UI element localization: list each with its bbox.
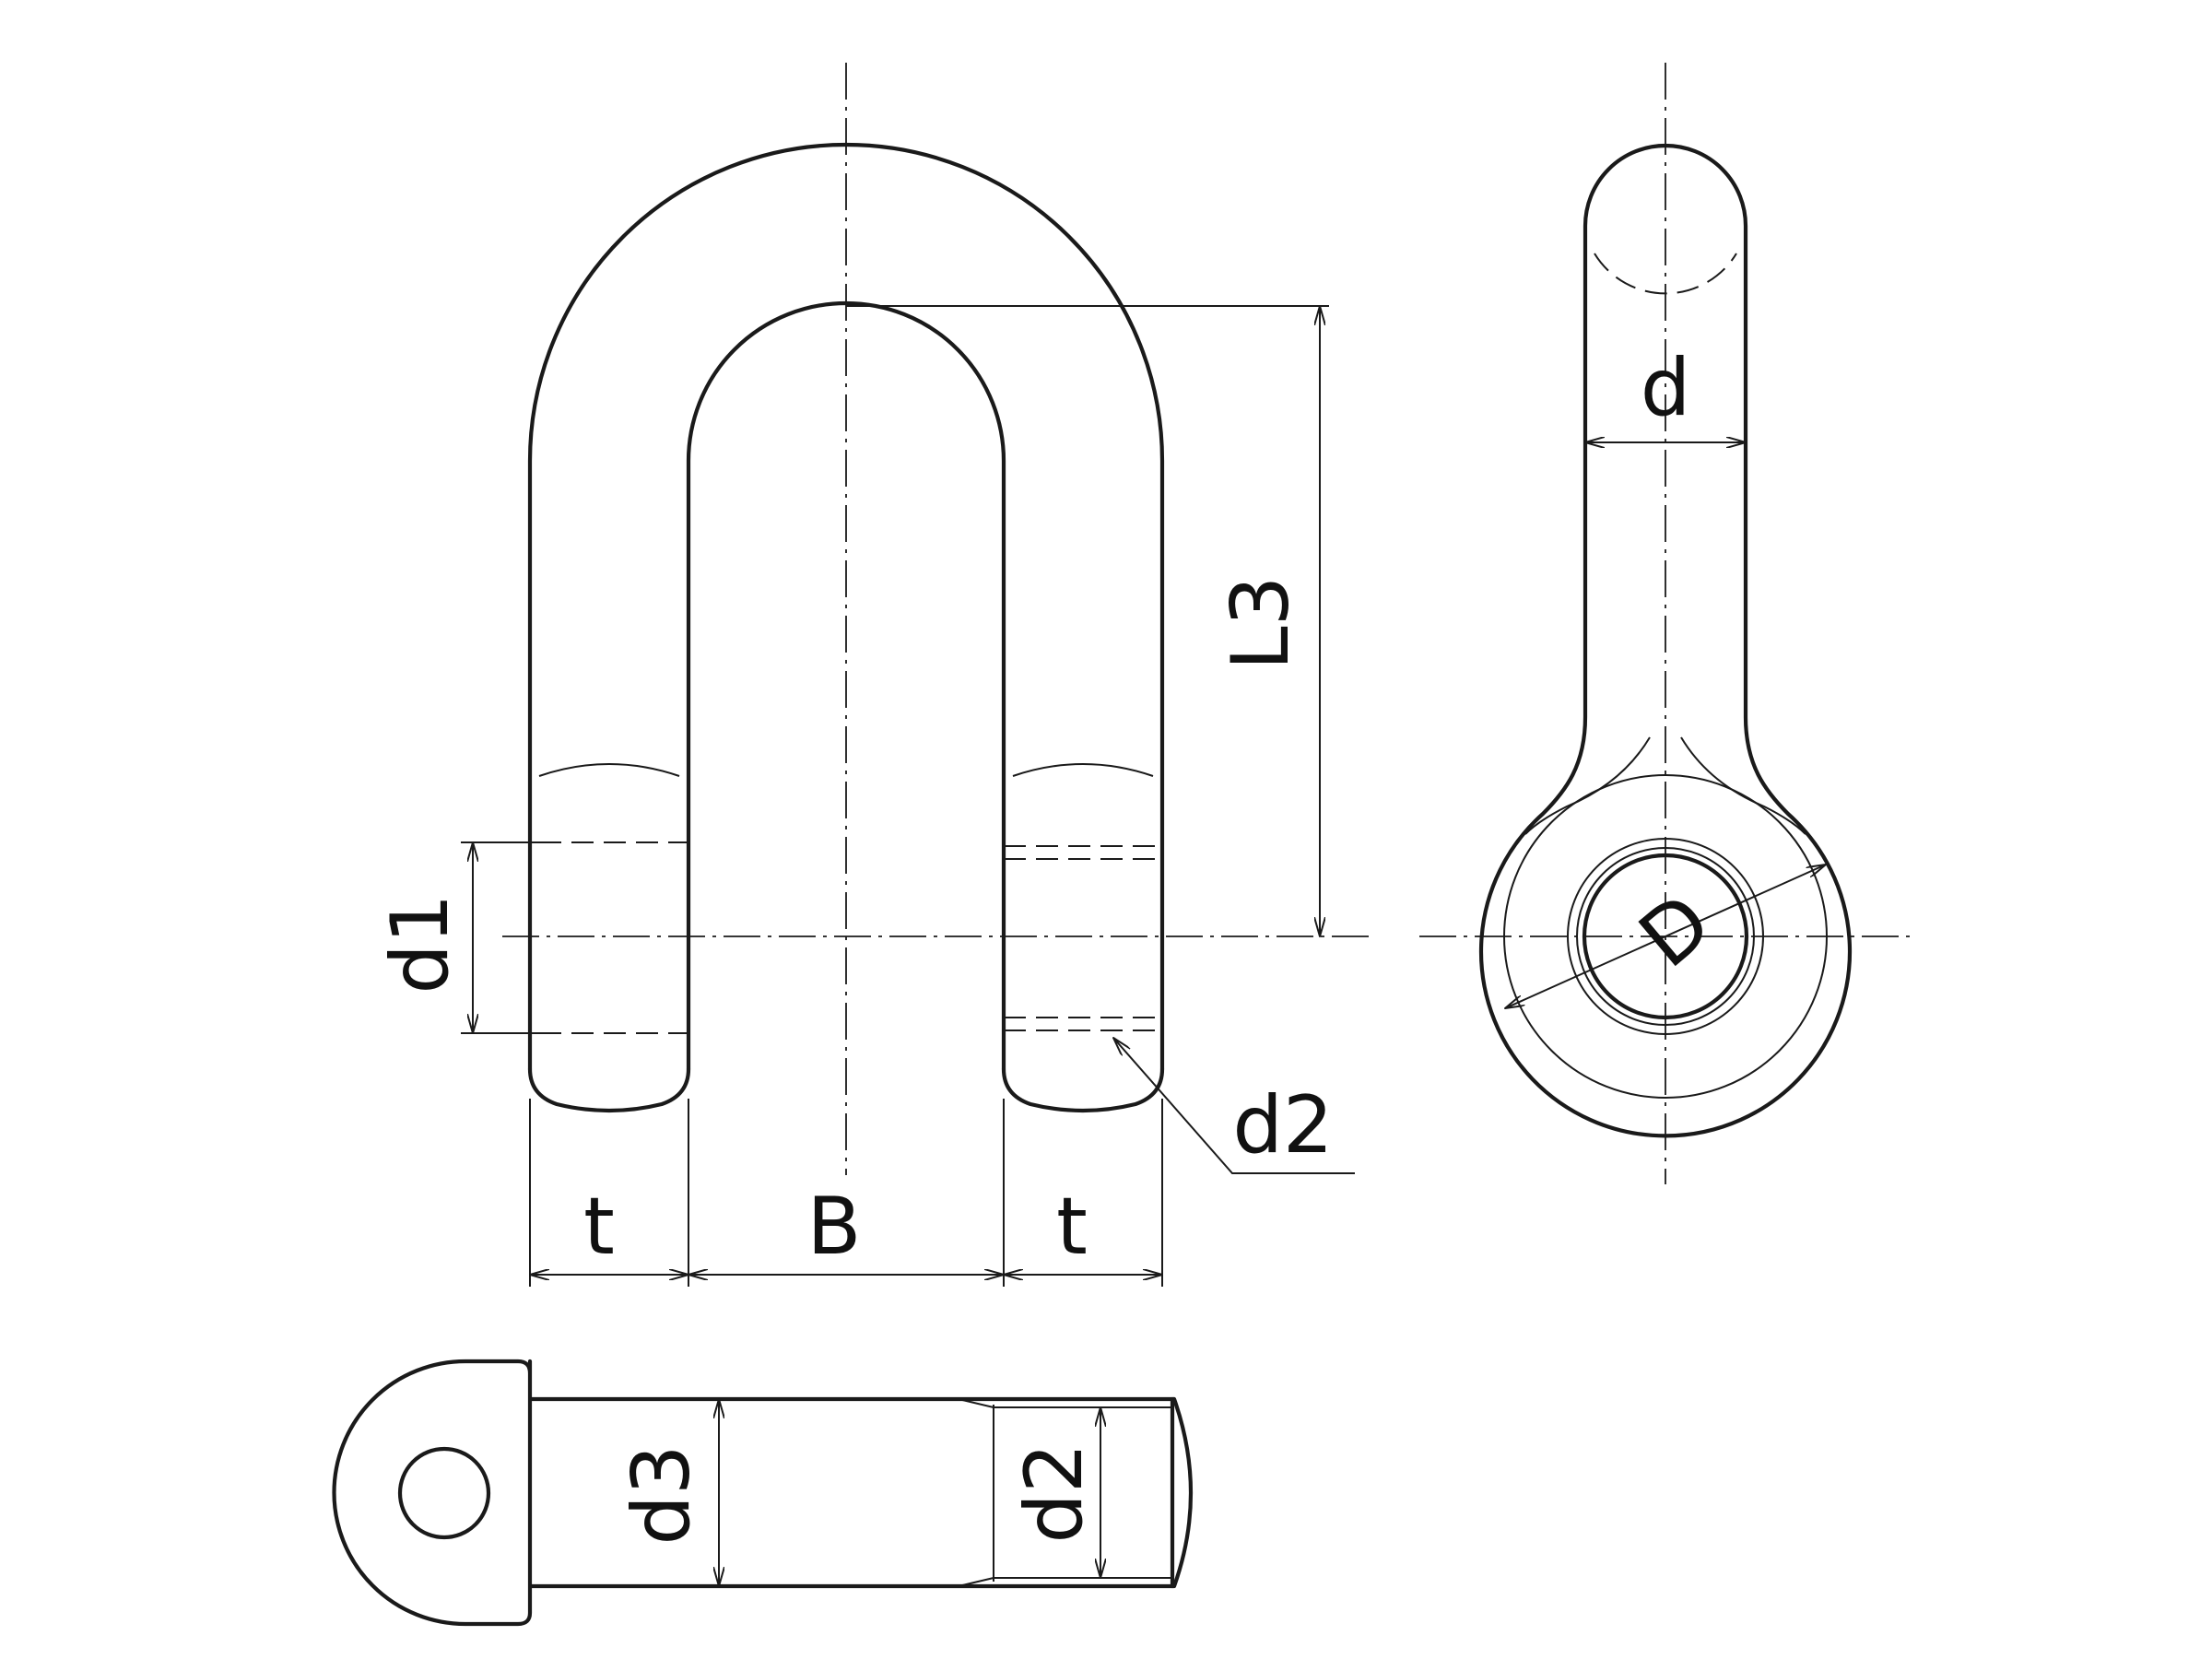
label-t-left: t [583,1181,615,1273]
side-hidden-pin-head [1594,253,1737,295]
label-d2: d2 [1232,1079,1333,1171]
dimension-d1: d1 [374,841,539,1034]
pin-thread-runout-bottom [958,1577,994,1587]
left-leg-foot [527,1066,691,1113]
pin-outline [332,1359,1194,1627]
label-d: d [1641,342,1691,434]
pin-thread-runout-top [958,1398,994,1408]
shackle-body-outline [527,142,1165,1072]
dimension-width-chain: t B t [529,1099,1163,1287]
label-d2-pin: d2 [1008,1442,1100,1543]
side-view: d D [1419,63,1917,1184]
dimension-d2-pin: d2 [1008,1407,1100,1578]
pin-view: d3 d2 [332,1359,1194,1627]
dimension-d3: d3 [616,1399,719,1586]
dimension-d: d [1585,342,1746,442]
front-view: L3 d1 d2 t B t [374,63,1373,1287]
label-l3: L3 [1215,576,1307,671]
label-b: B [807,1181,862,1273]
right-eye-boss-arc [1012,763,1154,777]
side-fillet-right [1680,736,1806,835]
label-t-right: t [1056,1181,1088,1273]
dimension-l3: L3 [846,305,1329,936]
leader-d2: d2 [1113,1038,1355,1174]
right-leg-foot [1001,1066,1165,1113]
label-d1: d1 [374,893,466,994]
pin-eye-hole [397,1446,491,1540]
side-fillet-left [1524,736,1651,835]
left-eye-boss-arc [538,763,680,777]
label-big-d: D [1622,876,1728,985]
label-d3: d3 [616,1444,708,1545]
side-profile-outline [1478,143,1853,1138]
